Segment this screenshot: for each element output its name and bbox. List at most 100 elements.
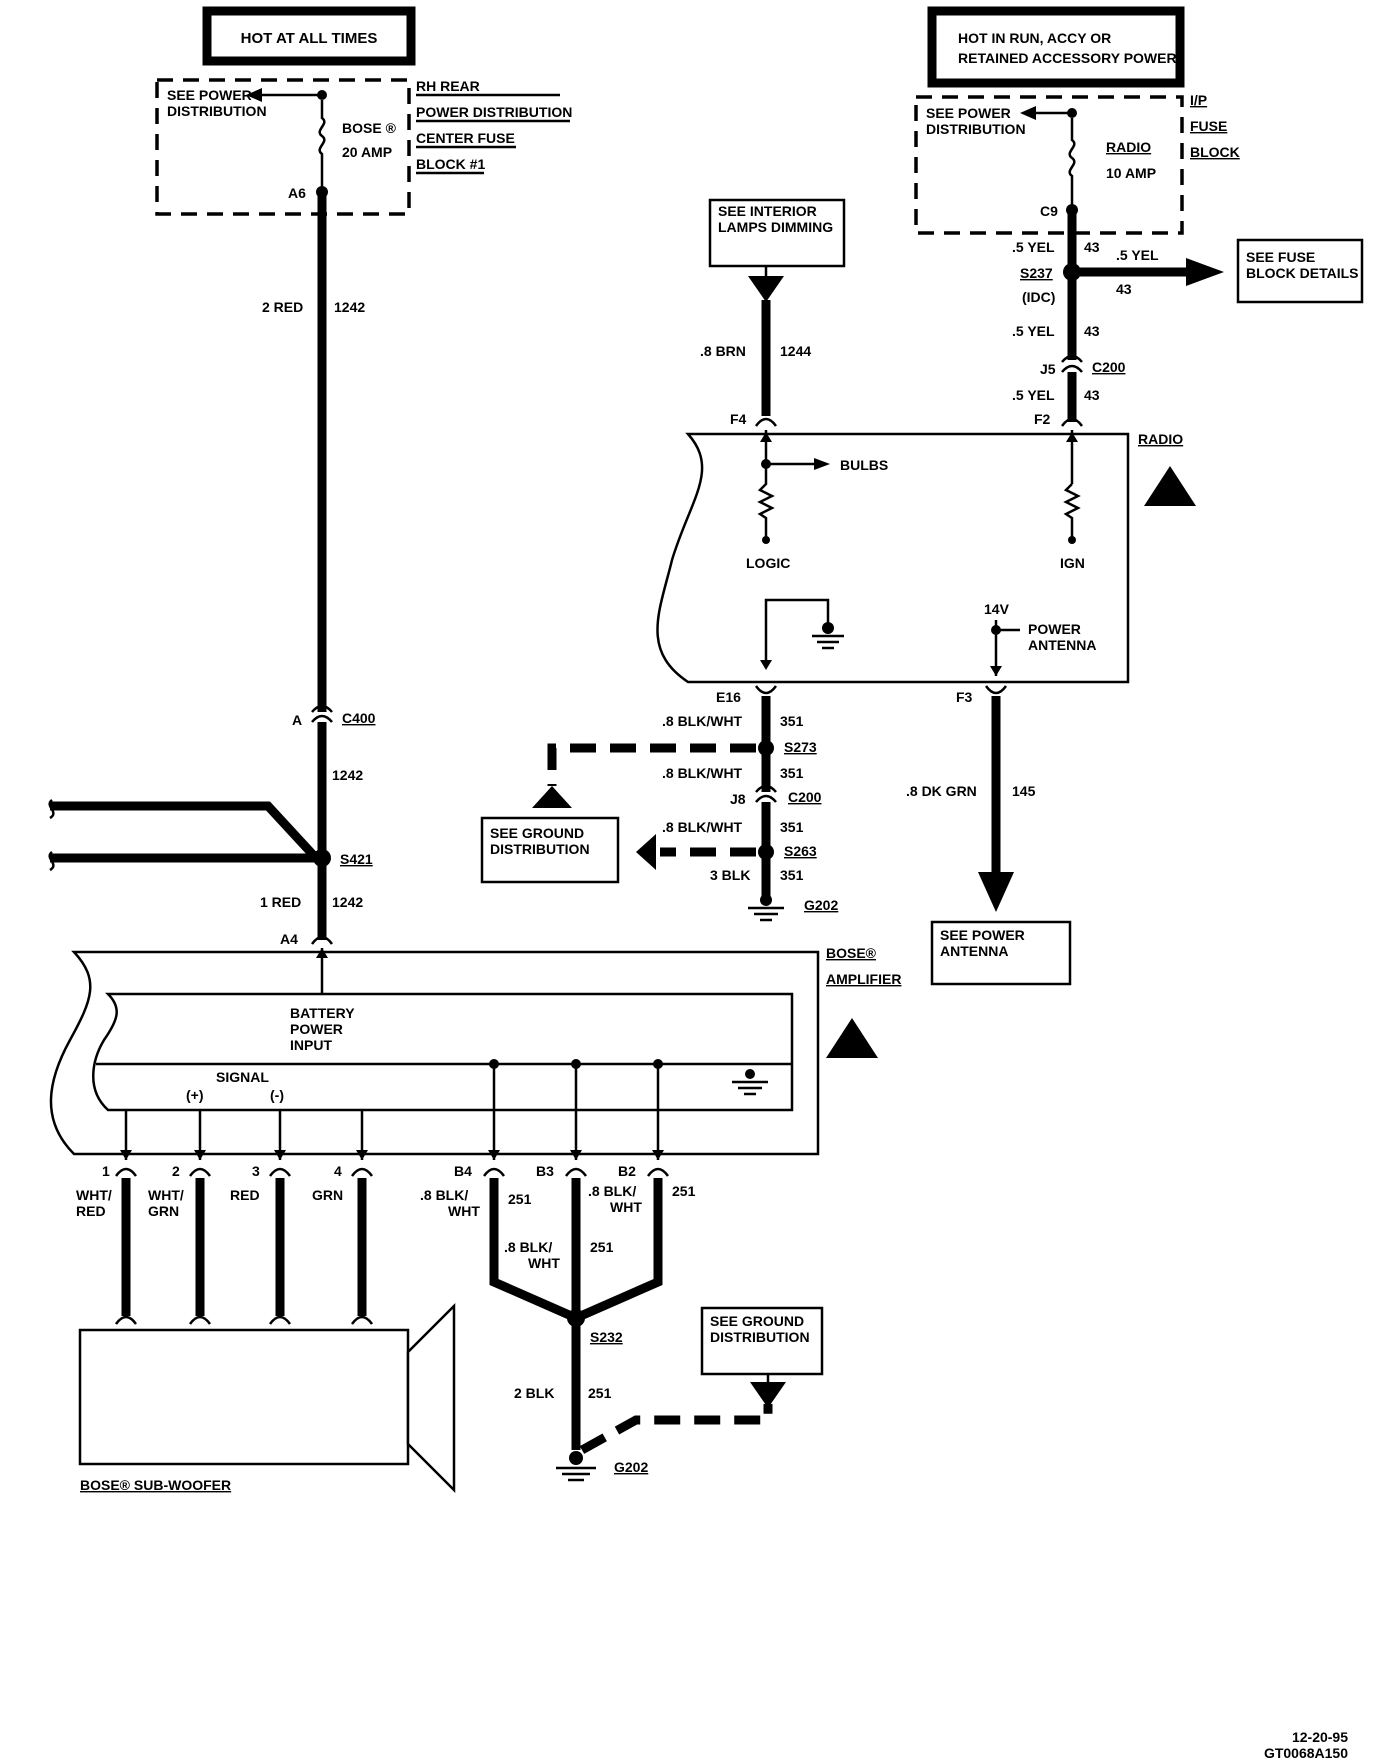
svg-text:(+): (+) [186, 1087, 204, 1103]
svg-text:C400: C400 [342, 710, 376, 726]
svg-text:B2: B2 [618, 1163, 636, 1179]
esd-icon [826, 1018, 878, 1058]
svg-text:J8: J8 [730, 791, 746, 807]
svg-text:2: 2 [172, 1163, 180, 1179]
svg-text:LOGIC: LOGIC [746, 555, 790, 571]
svg-text:HOT IN RUN, ACCY OR: HOT IN RUN, ACCY OR [958, 30, 1111, 46]
svg-text:WHT/: WHT/ [148, 1187, 184, 1203]
svg-text:SIGNAL: SIGNAL [216, 1069, 269, 1085]
hot-at-all-times-header: HOT AT ALL TIMES [202, 6, 416, 66]
svg-text:10 AMP: 10 AMP [1106, 165, 1156, 181]
speaker-wires: WHT/ RED WHT/ GRN RED GRN [76, 1178, 374, 1325]
svg-text:HOT AT ALL TIMES: HOT AT ALL TIMES [241, 30, 378, 47]
svg-text:A4: A4 [280, 931, 298, 947]
wire-251: .8 BLK/ WHT 251 .8 BLK/ WHT 251 .8 BLK/ … [420, 1178, 773, 1482]
svg-text:IGN: IGN [1060, 555, 1085, 571]
svg-text:1242: 1242 [332, 767, 363, 783]
svg-text:RED: RED [230, 1187, 260, 1203]
svg-text:C200: C200 [1092, 359, 1126, 375]
svg-text:1242: 1242 [334, 299, 365, 315]
svg-text:F2: F2 [1034, 411, 1051, 427]
svg-text:RETAINED ACCESSORY POWER: RETAINED ACCESSORY POWER [958, 50, 1177, 66]
svg-text:GRN: GRN [312, 1187, 343, 1203]
svg-text:GT0068A150: GT0068A150 [1264, 1745, 1348, 1761]
svg-text:4: 4 [334, 1163, 342, 1179]
hot-in-run-header: HOT IN RUN, ACCY OR RETAINED ACCESSORY P… [927, 6, 1185, 88]
svg-text:SEE INTERIOR: SEE INTERIOR [718, 203, 817, 219]
svg-text:1242: 1242 [332, 894, 363, 910]
svg-text:.5 YEL: .5 YEL [1012, 387, 1055, 403]
svg-text:SEE GROUND: SEE GROUND [490, 825, 584, 841]
svg-text:.8 DK GRN: .8 DK GRN [906, 783, 977, 799]
svg-text:C200: C200 [788, 789, 822, 805]
svg-text:.8 BLK/: .8 BLK/ [588, 1183, 636, 1199]
svg-text:RH REAR: RH REAR [416, 78, 480, 94]
svg-text:S421: S421 [340, 851, 373, 867]
svg-text:(-): (-) [270, 1087, 284, 1103]
svg-text:E16: E16 [716, 689, 741, 705]
svg-text:BLOCK: BLOCK [1190, 144, 1240, 160]
svg-text:3: 3 [252, 1163, 260, 1179]
svg-text:RED: RED [76, 1203, 106, 1219]
svg-text:SEE POWER: SEE POWER [940, 927, 1025, 943]
svg-text:1: 1 [102, 1163, 110, 1179]
svg-text:SEE GROUND: SEE GROUND [710, 1313, 804, 1329]
svg-text:145: 145 [1012, 783, 1036, 799]
svg-text:F3: F3 [956, 689, 973, 705]
svg-text:CENTER FUSE: CENTER FUSE [416, 130, 515, 146]
svg-text:BLOCK #1: BLOCK #1 [416, 156, 485, 172]
svg-text:351: 351 [780, 819, 804, 835]
svg-text:14V: 14V [984, 601, 1010, 617]
svg-text:251: 251 [508, 1191, 532, 1207]
wire-351: .8 BLK/WHT 351 S273 .8 BLK/WHT 351 J8 C2… [532, 696, 838, 922]
svg-text:351: 351 [780, 765, 804, 781]
svg-text:WHT: WHT [528, 1255, 560, 1271]
svg-text:BOSE®: BOSE® [826, 945, 877, 961]
svg-text:(IDC): (IDC) [1022, 289, 1055, 305]
footer-code: 12-20-95 GT0068A150 [1264, 1729, 1348, 1761]
svg-text:G202: G202 [804, 897, 838, 913]
see-fuse-block-details: SEE FUSE BLOCK DETAILS [1236, 238, 1364, 304]
see-ground-distribution-2: SEE GROUND DISTRIBUTION [700, 1306, 824, 1408]
svg-text:POWER DISTRIBUTION: POWER DISTRIBUTION [416, 104, 572, 120]
svg-text:DISTRIBUTION: DISTRIBUTION [490, 841, 590, 857]
svg-text:.5 YEL: .5 YEL [1012, 323, 1055, 339]
svg-text:.8 BLK/WHT: .8 BLK/WHT [662, 819, 743, 835]
svg-text:.8 BLK/: .8 BLK/ [504, 1239, 552, 1255]
svg-text:43: 43 [1116, 281, 1132, 297]
svg-text:20 AMP: 20 AMP [342, 144, 392, 160]
wire-43: .5 YEL 43 S237 (IDC) .5 YEL 43 .5 YEL 43… [1012, 214, 1224, 427]
svg-text:RADIO: RADIO [1138, 431, 1183, 447]
svg-text:POWER: POWER [290, 1021, 343, 1037]
svg-text:DISTRIBUTION: DISTRIBUTION [167, 103, 267, 119]
svg-text:2 RED: 2 RED [262, 299, 303, 315]
svg-text:BOSE ®: BOSE ® [342, 120, 397, 136]
svg-text:S263: S263 [784, 843, 817, 859]
svg-text:43: 43 [1084, 239, 1100, 255]
svg-text:BLOCK DETAILS: BLOCK DETAILS [1246, 265, 1359, 281]
svg-text:WHT: WHT [448, 1203, 480, 1219]
svg-text:BATTERY: BATTERY [290, 1005, 355, 1021]
svg-text:SEE FUSE: SEE FUSE [1246, 249, 1315, 265]
svg-text:S273: S273 [784, 739, 817, 755]
svg-text:WHT/: WHT/ [76, 1187, 112, 1203]
svg-text:LAMPS DIMMING: LAMPS DIMMING [718, 219, 833, 235]
svg-text:F4: F4 [730, 411, 747, 427]
svg-text:ANTENNA: ANTENNA [940, 943, 1008, 959]
svg-text:RADIO: RADIO [1106, 139, 1151, 155]
svg-text:POWER: POWER [1028, 621, 1081, 637]
svg-text:S237: S237 [1020, 265, 1053, 281]
svg-text:BOSE® SUB-WOOFER: BOSE® SUB-WOOFER [80, 1477, 231, 1493]
bose-sub-woofer: BOSE® SUB-WOOFER [78, 1302, 456, 1494]
see-interior-lamps: SEE INTERIOR LAMPS DIMMING .8 BRN 1244 F… [700, 198, 846, 427]
svg-text:2 BLK: 2 BLK [514, 1385, 554, 1401]
svg-text:ANTENNA: ANTENNA [1028, 637, 1096, 653]
svg-text:.8 BRN: .8 BRN [700, 343, 746, 359]
svg-text:I/P: I/P [1190, 92, 1207, 108]
svg-text:BULBS: BULBS [840, 457, 888, 473]
esd-icon [1144, 466, 1196, 506]
svg-text:INPUT: INPUT [290, 1037, 332, 1053]
svg-text:43: 43 [1084, 323, 1100, 339]
svg-text:351: 351 [780, 713, 804, 729]
